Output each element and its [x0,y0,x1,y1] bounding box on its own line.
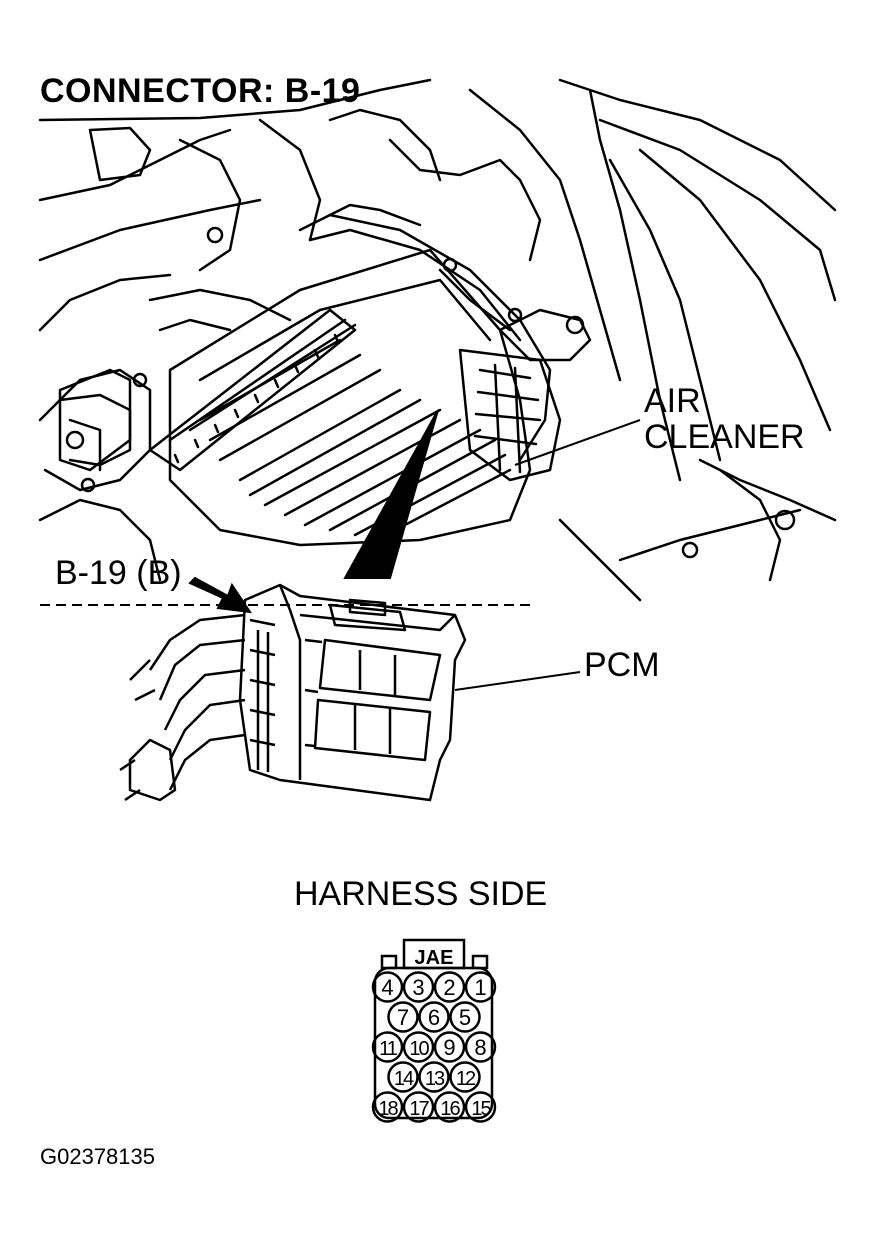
connector-ref-label: B-19 (B) [55,554,182,592]
pin-13 [418,1061,450,1093]
pin-2 [433,971,466,1003]
pin-label-11: 11 [379,1038,398,1060]
pin-15 [464,1091,497,1123]
air-cleaner-label-line1: AIR [644,382,701,420]
pin-4 [371,971,404,1003]
pcm-label: PCM [584,646,660,684]
air-cleaner-label-line2: CLEANER [644,418,805,456]
pin-17 [402,1091,435,1123]
connector-arrow [188,576,253,614]
pin-11 [371,1031,404,1063]
pin-10 [402,1031,435,1063]
harness-side-label: HARNESS SIDE [294,875,548,913]
pin-label-1: 1 [474,975,486,1000]
pin-label-16: 16 [440,1098,460,1120]
pin-label-8: 8 [474,1035,486,1060]
pin-label-7: 7 [397,1005,409,1030]
diagram-title: CONNECTOR: B-19 [40,72,361,110]
location-pointer [343,409,439,579]
pin-label-17: 17 [409,1098,429,1120]
pin-18 [371,1091,404,1123]
pin-label-18: 18 [378,1098,398,1120]
pin-label-10: 10 [409,1038,429,1060]
pin-label-3: 3 [412,975,424,1000]
pin-label-14: 14 [394,1068,414,1090]
pin-3 [402,971,435,1003]
pin-14 [387,1061,419,1093]
pin-label-2: 2 [443,975,455,1000]
pin-6 [418,1001,450,1033]
connector-maker-label: JAE [415,947,454,969]
pcm-unit [119,583,467,802]
pin-8 [464,1031,497,1063]
pin-label-13: 13 [425,1068,445,1090]
connector-maker-tab [402,938,466,970]
pin-12 [449,1061,481,1093]
figure-id: G02378135 [40,1144,155,1169]
engine-bay-outline [38,78,432,122]
pin-1 [464,971,497,1003]
pin-label-6: 6 [428,1005,440,1030]
pin-5 [449,1001,481,1033]
wire-harness [148,613,246,791]
connector-face [373,938,494,1120]
pin-label-5: 5 [459,1005,471,1030]
pin-label-12: 12 [456,1068,476,1090]
pin-label-4: 4 [381,975,393,1000]
pin-9 [433,1031,466,1063]
pin-label-15: 15 [471,1098,491,1120]
pin-7 [387,1001,419,1033]
air-intake-duct [148,308,357,472]
pin-16 [433,1091,466,1123]
air-cleaner-body [168,248,532,547]
pin-label-9: 9 [443,1035,455,1060]
